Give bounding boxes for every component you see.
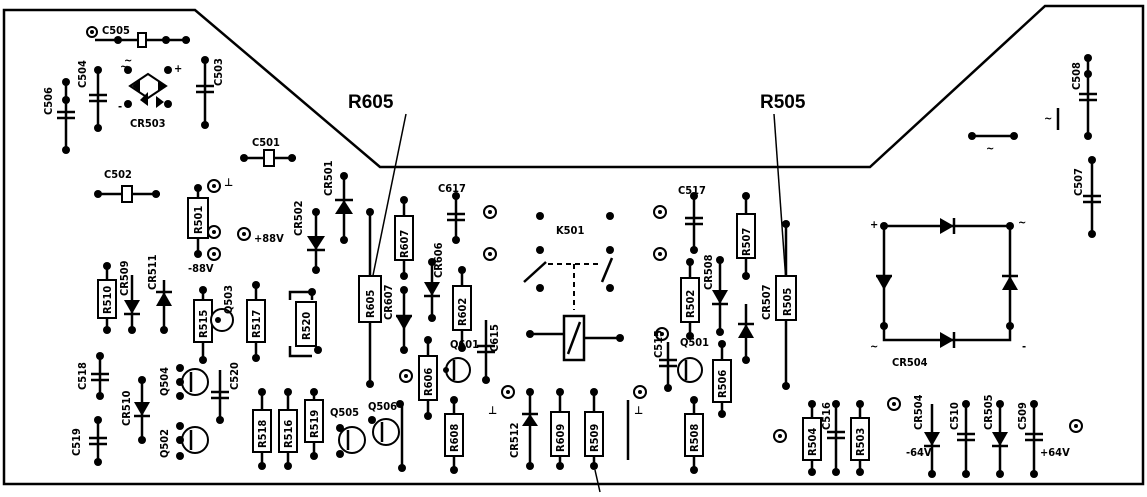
label-c505: C505 <box>102 24 130 37</box>
label-cr512: CR512 <box>508 422 521 458</box>
label-q504: Q504 <box>158 367 171 396</box>
label-r509: R509 <box>588 424 601 452</box>
label-minus64v: -64V <box>906 446 932 459</box>
label-r501: R501 <box>192 206 205 234</box>
label-cr508: CR508 <box>702 254 715 290</box>
label-r508: R508 <box>688 424 701 452</box>
label-c509: C509 <box>1016 402 1029 430</box>
label-r609: R609 <box>554 424 567 452</box>
label-cr504-small: CR504 <box>912 394 925 430</box>
label-r606: R606 <box>422 368 435 396</box>
label-q601: Q601 <box>450 338 479 351</box>
label-c506: C506 <box>42 87 55 115</box>
label-plus88v: +88V <box>254 232 284 245</box>
label-cr510: CR510 <box>120 390 133 426</box>
label-c501: C501 <box>252 136 280 149</box>
callout-line-r505 <box>773 113 787 283</box>
label-c510: C510 <box>948 402 961 430</box>
label-q502: Q502 <box>158 429 171 458</box>
label-c519: C519 <box>70 428 83 456</box>
label-plus64v: +64V <box>1040 446 1070 459</box>
label-r507: R507 <box>740 228 753 256</box>
callout-r505: R505 <box>760 92 806 113</box>
svg-text:~: ~ <box>1044 112 1052 125</box>
svg-text:⊥: ⊥ <box>488 404 497 417</box>
label-r510: R510 <box>101 286 114 314</box>
label-q501: Q501 <box>680 336 709 349</box>
label-k501: K501 <box>556 224 584 237</box>
label-c617: C617 <box>438 182 466 195</box>
label-r607: R607 <box>398 230 411 258</box>
label-r602: R602 <box>456 298 469 326</box>
callout-r605: R605 <box>348 92 394 113</box>
svg-text:~: ~ <box>120 60 128 73</box>
svg-text:~: ~ <box>124 54 132 67</box>
label-r504: R504 <box>806 428 819 456</box>
label-c515: C515 <box>652 330 665 358</box>
label-r515: R515 <box>197 310 210 338</box>
label-q506: Q506 <box>368 400 397 413</box>
label-c507: C507 <box>1072 168 1085 196</box>
label-r519: R519 <box>308 410 321 438</box>
svg-text:~: ~ <box>1018 216 1026 229</box>
label-cr606: CR606 <box>432 242 445 278</box>
label-cr504: CR504 <box>892 356 928 369</box>
label-q503: Q503 <box>222 285 235 314</box>
svg-text:-: - <box>1022 340 1026 353</box>
label-r505: R505 <box>781 288 794 316</box>
label-cr502: CR502 <box>292 200 305 236</box>
label-c520: C520 <box>228 362 241 390</box>
label-c503: C503 <box>212 58 225 86</box>
svg-text:~: ~ <box>986 142 994 155</box>
label-r517: R517 <box>250 310 263 338</box>
callout-line-r605 <box>369 113 407 291</box>
label-minus88v: -88V <box>188 262 214 275</box>
label-cr511: CR511 <box>146 254 159 290</box>
callout-line-bottom <box>594 469 601 493</box>
label-cr505: CR505 <box>982 394 995 430</box>
label-r608: R608 <box>448 424 461 452</box>
label-cr607: CR607 <box>382 284 395 320</box>
svg-text:-: - <box>118 100 122 113</box>
label-c502: C502 <box>104 168 132 181</box>
svg-text:+: + <box>870 218 878 231</box>
svg-text:⊥: ⊥ <box>634 404 643 417</box>
label-r520: R520 <box>300 312 313 340</box>
label-c504: C504 <box>76 60 89 88</box>
label-q505: Q505 <box>330 406 359 419</box>
label-cr509: CR509 <box>118 260 131 296</box>
label-c615: C615 <box>488 324 501 352</box>
label-c516: C516 <box>820 402 833 430</box>
label-cr507: CR507 <box>760 284 773 320</box>
label-c517: C517 <box>678 184 706 197</box>
label-r503: R503 <box>854 428 867 456</box>
label-r502: R502 <box>684 290 697 318</box>
board-outline <box>2 4 1145 486</box>
label-r518: R518 <box>256 420 269 448</box>
label-r516: R516 <box>282 420 295 448</box>
label-cr503: CR503 <box>130 117 166 130</box>
svg-text:~: ~ <box>870 340 878 353</box>
svg-text:+: + <box>174 62 182 75</box>
svg-text:⊥: ⊥ <box>224 176 233 189</box>
label-c518: C518 <box>76 362 89 390</box>
label-r506: R506 <box>716 370 729 398</box>
label-c508: C508 <box>1070 62 1083 90</box>
label-r605: R605 <box>364 290 377 318</box>
label-cr501: CR501 <box>322 160 335 196</box>
